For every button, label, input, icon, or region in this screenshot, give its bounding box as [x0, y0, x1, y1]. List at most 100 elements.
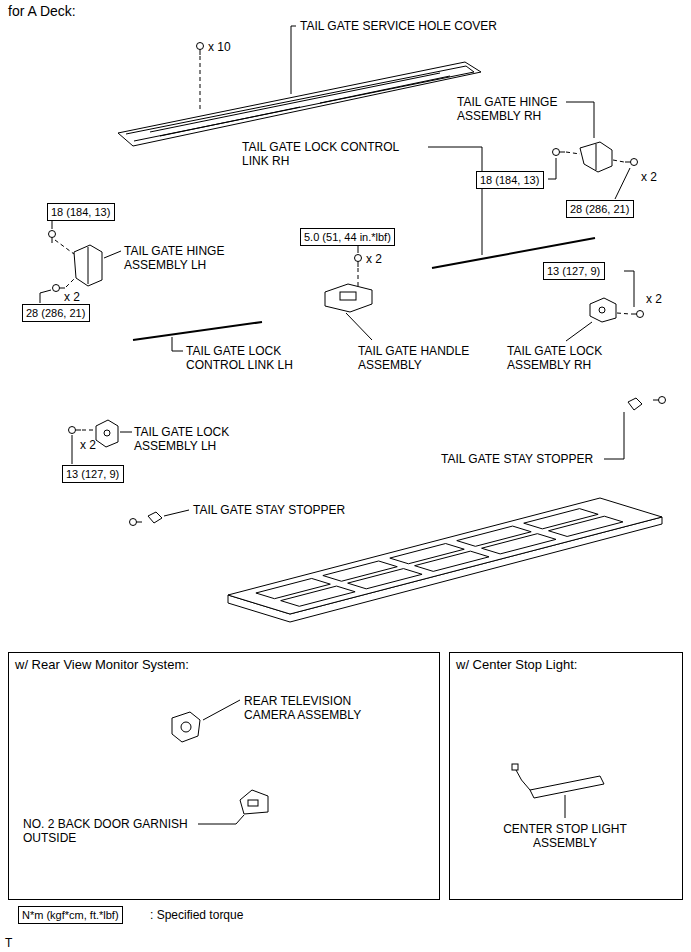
callout-text: x 2 [64, 290, 80, 304]
part-name: TAIL GATE LOCK CONTROL LINK RH [242, 140, 422, 168]
drawing-line [96, 420, 118, 447]
drawing-line [615, 168, 630, 199]
callout-text: : Specified torque [150, 908, 243, 922]
drawing-line [548, 158, 556, 179]
torque-box: 13 (127, 9) [543, 262, 605, 280]
handle [325, 284, 372, 312]
drawing-line [457, 526, 531, 546]
drawing-line [281, 586, 355, 606]
drawing-line [198, 815, 244, 824]
service-hole-cover [118, 62, 481, 146]
drawing-line [291, 26, 296, 94]
drawing-line [88, 247, 89, 284]
callout-text: x 2 [641, 170, 657, 184]
drawing-line [617, 313, 630, 314]
drawing-line [53, 285, 66, 292]
drawing-line [613, 160, 624, 162]
hinge-rh [580, 142, 612, 172]
torque-value: N*m (kgf*cm, ft.*lbf) [22, 908, 119, 922]
callout-text: T [5, 936, 12, 950]
drawing-line [415, 551, 489, 571]
camera [172, 712, 200, 742]
torque-value: 13 (127, 9) [547, 264, 600, 278]
drawing-line [358, 268, 359, 286]
drawing-line [566, 322, 592, 341]
drawing-line [72, 435, 73, 464]
drawing-line [118, 62, 481, 146]
drawing-line [160, 107, 300, 136]
drawing-line [599, 307, 605, 313]
drawing-line [565, 795, 566, 818]
drawing-line [197, 43, 204, 56]
torque-value: 13 (127, 9) [66, 467, 119, 481]
drawing-line [203, 700, 240, 720]
lock-rh [590, 298, 616, 322]
drawing-line [340, 292, 356, 300]
drawing-line [566, 102, 594, 138]
drawing-line [624, 271, 634, 307]
drawing-line [55, 240, 74, 254]
drawing-line [49, 231, 56, 244]
drawing-line [596, 144, 597, 170]
drawing-line [566, 152, 580, 154]
drawing-line [172, 337, 183, 351]
drawing-line [66, 278, 75, 287]
drawing-line [428, 147, 482, 255]
callout-text: TAIL GATE SERVICE HOLE COVER [300, 19, 497, 33]
drawing-line [164, 510, 189, 516]
drawing-line [148, 512, 162, 523]
drawing-line [482, 534, 556, 554]
callout-text: TAIL GATE STAY STOPPER [441, 452, 593, 466]
drawing-line [549, 516, 623, 536]
drawing-line [358, 246, 359, 253]
callout-text: TAIL GATE STAY STOPPER [193, 503, 345, 517]
part-name: NO. 2 BACK DOOR GARNISH OUTSIDE [23, 817, 213, 845]
torque-value: 18 (184, 13) [51, 205, 110, 219]
torque-value: 28 (286, 21) [570, 202, 629, 216]
drawing-line [553, 149, 566, 156]
drawing-line [126, 66, 474, 141]
stay-stopper-lh [148, 512, 162, 523]
drawing-line [74, 245, 102, 286]
part-name: TAIL GATE HINGE ASSEMBLY RH [457, 95, 577, 123]
drawing-line [40, 290, 51, 303]
drawing-line [133, 322, 262, 340]
part-name: TAIL GATE LOCK ASSEMBLY LH [134, 425, 254, 453]
part-name: TAIL GATE HINGE ASSEMBLY LH [124, 244, 244, 272]
torque-box: N*m (kgf*cm, ft.*lbf) [18, 906, 123, 924]
garnish [240, 790, 268, 814]
drawing-line [320, 76, 450, 103]
drawing-line [248, 800, 258, 806]
drawing-line [82, 430, 95, 431]
drawing-line [390, 544, 464, 564]
drawing-line [104, 251, 121, 258]
callout-text: x 2 [646, 292, 662, 306]
drawing-line [653, 397, 666, 404]
drawing-line [130, 519, 143, 526]
part-name: TAIL GATE LOCK ASSEMBLY RH [507, 344, 627, 372]
drawing-line [628, 398, 642, 410]
torque-value: 18 (184, 13) [480, 173, 539, 187]
callout-text: x 10 [208, 40, 231, 54]
drawing-line [625, 159, 638, 166]
drawing-line [631, 311, 644, 318]
option-panel: w/ Center Stop Light: [449, 652, 683, 900]
drawing-line [120, 432, 132, 433]
drawing-line [348, 569, 422, 589]
lock-lh [96, 420, 118, 447]
drawing-line [524, 509, 598, 529]
drawing-line [604, 412, 624, 459]
stay-stopper-rh [628, 398, 642, 410]
drawing-line [325, 284, 372, 312]
drawing-line [256, 578, 330, 598]
panel-heading: w/ Rear View Monitor System: [15, 657, 189, 673]
panel-heading: w/ Center Stop Light: [456, 657, 577, 673]
drawing-line [590, 298, 616, 322]
part-name: TAIL GATE HANDLE ASSEMBLY [358, 344, 488, 372]
stop-light [512, 764, 604, 798]
drawing-line [69, 427, 82, 434]
torque-value: 28 (286, 21) [26, 306, 85, 320]
drawing-line [200, 56, 201, 112]
option-panel: w/ Rear View Monitor System: [8, 652, 440, 900]
callout-text: x 2 [366, 252, 382, 266]
